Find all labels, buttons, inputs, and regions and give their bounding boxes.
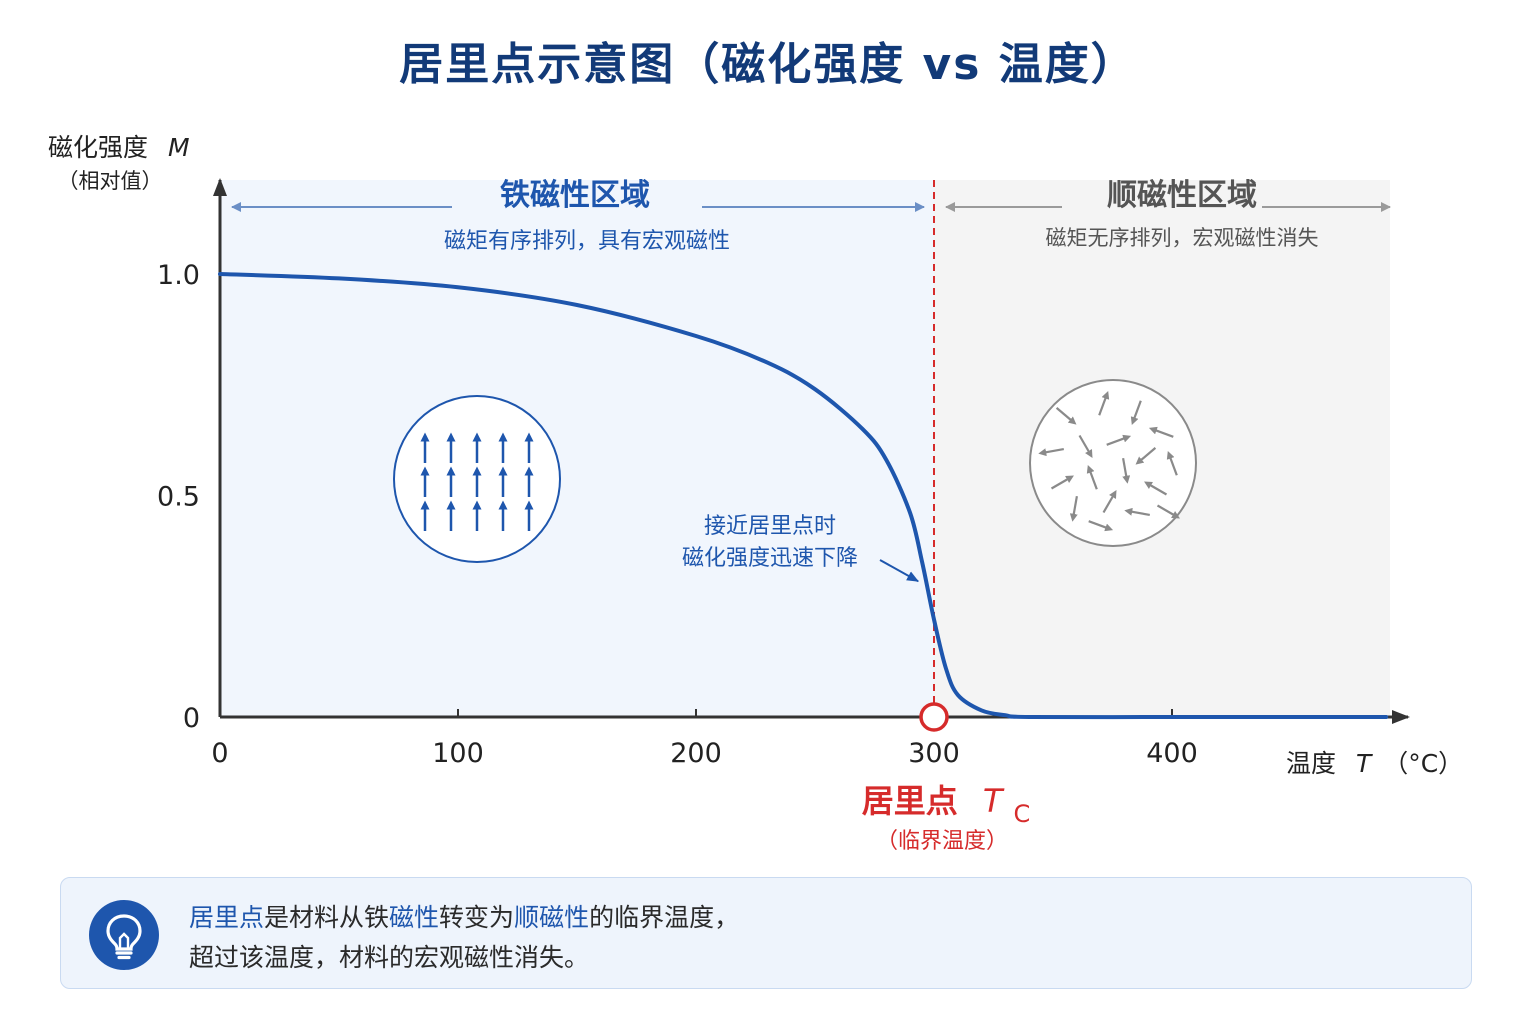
y-tick-label: 1.0 (157, 260, 200, 291)
note-line-1: 居里点是材料从铁磁性转变为顺磁性的临界温度， (189, 898, 739, 938)
x-tick-label: 300 (908, 738, 960, 769)
note-highlight-magnetism: 磁性 (389, 903, 440, 932)
y-axis-unit: （相对值） (58, 169, 163, 193)
spin-arrow-random (1106, 434, 1132, 446)
spin-arrow-random (1130, 400, 1142, 426)
note-box: 居里点是材料从铁磁性转变为顺磁性的临界温度， 超过该温度，材料的宏观磁性消失。 (60, 877, 1472, 989)
y-axis-label-text: 磁化强度 (48, 133, 148, 162)
x-tick-label: 0 (211, 738, 228, 769)
annotation-line-1: 接近居里点时 (704, 514, 836, 539)
y-axis-label-var: M (168, 133, 190, 162)
note-highlight-curie: 居里点 (189, 903, 265, 932)
spin-arrow-random (1098, 390, 1110, 416)
y-tick-label: 0 (183, 703, 200, 734)
spin-arrow-random (1055, 407, 1077, 425)
spin-arrow-random (1156, 504, 1180, 519)
spin-arrow-random (1038, 448, 1064, 457)
chart-title: 居里点示意图（磁化强度 vs 温度） (399, 39, 1137, 90)
note-text-b: 转变为 (439, 903, 515, 932)
note-line-2: 超过该温度，材料的宏观磁性消失。 (189, 943, 590, 972)
spin-arrow-random (1086, 464, 1098, 490)
curie-chart: 铁磁性区域 磁矩有序排列，具有宏观磁性 顺磁性区域 磁矩无序排列，宏观磁性消失 … (48, 133, 1463, 854)
ferro-region-background (220, 180, 934, 717)
spin-arrow-random (1122, 458, 1131, 484)
curie-point-sublabel: （临界温度） (876, 829, 1008, 854)
x-axis-label-unit: （°C） (1383, 749, 1463, 778)
note-text: 居里点是材料从铁磁性转变为顺磁性的临界温度， 超过该温度，材料的宏观磁性消失。 (189, 898, 739, 978)
spin-arrow-random (1078, 434, 1093, 458)
x-axis-label: 温度 T （°C） (1286, 749, 1463, 778)
x-axis-label-text: 温度 (1286, 749, 1336, 778)
curie-point-label: 居里点 T C (862, 782, 1031, 828)
spin-arrow-random (1166, 450, 1178, 476)
ordered-spins-illustration (393, 395, 561, 563)
magnetization-curve (218, 272, 1389, 720)
curie-point-label-text: 居里点 (862, 782, 958, 820)
spin-arrow-random (1088, 520, 1114, 532)
x-tick-label: 100 (432, 738, 484, 769)
note-text-a: 是材料从铁 (264, 903, 390, 932)
x-tick-label: 400 (1146, 738, 1198, 769)
spin-arrow-random (1144, 481, 1168, 496)
spin-arrow-random (1148, 426, 1174, 438)
curie-point-marker (919, 702, 949, 732)
spin-arrow-random (1069, 496, 1078, 522)
spin-arrow-random (1135, 447, 1157, 465)
para-region-description: 磁矩无序排列，宏观磁性消失 (1046, 226, 1319, 250)
ferro-region-title: 铁磁性区域 (500, 178, 650, 213)
spin-arrow-random (1050, 475, 1074, 490)
curie-point-symbol: T (983, 782, 1005, 820)
note-highlight-paramagnetism: 顺磁性 (514, 903, 590, 932)
curie-point-subscript: C (1014, 800, 1031, 828)
y-ticks: 0 0.5 1.0 (157, 260, 200, 734)
disordered-spins-illustration (1029, 379, 1197, 547)
note-text-c: 的临界温度， (589, 903, 740, 932)
lightbulb-icon (89, 900, 159, 970)
annotation-line-2: 磁化强度迅速下降 (682, 546, 858, 571)
spin-arrow-random (1102, 490, 1117, 514)
spin-arrow-random (1124, 507, 1150, 516)
y-tick-label: 0.5 (157, 482, 200, 513)
annotation-arrow (879, 559, 919, 583)
x-ticks: 0 100 200 300 400 (211, 709, 1198, 769)
ferro-region-description: 磁矩有序排列，具有宏观磁性 (444, 229, 730, 254)
x-tick-label: 200 (670, 738, 722, 769)
para-region-title: 顺磁性区域 (1107, 178, 1257, 213)
x-axis-label-var: T (1356, 749, 1373, 778)
y-axis-label: 磁化强度 M (48, 133, 190, 162)
